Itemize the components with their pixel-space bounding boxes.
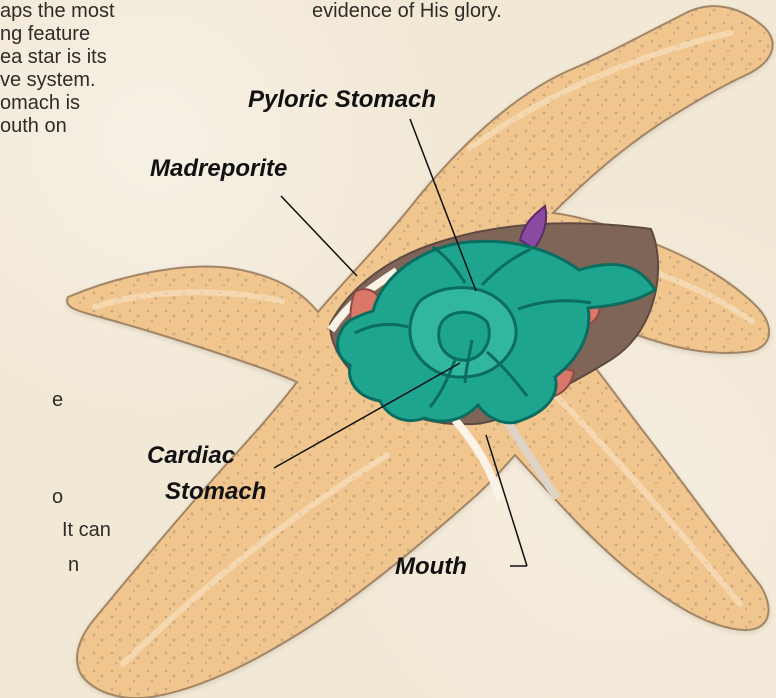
label-madreporite: Madreporite [150,155,287,183]
label-cardiac-stomach-line-1: Cardiac [147,442,235,470]
label-cardiac-stomach-line-2: Stomach [165,478,266,506]
label-pyloric-stomach: Pyloric Stomach [248,86,436,114]
label-mouth: Mouth [395,553,467,581]
